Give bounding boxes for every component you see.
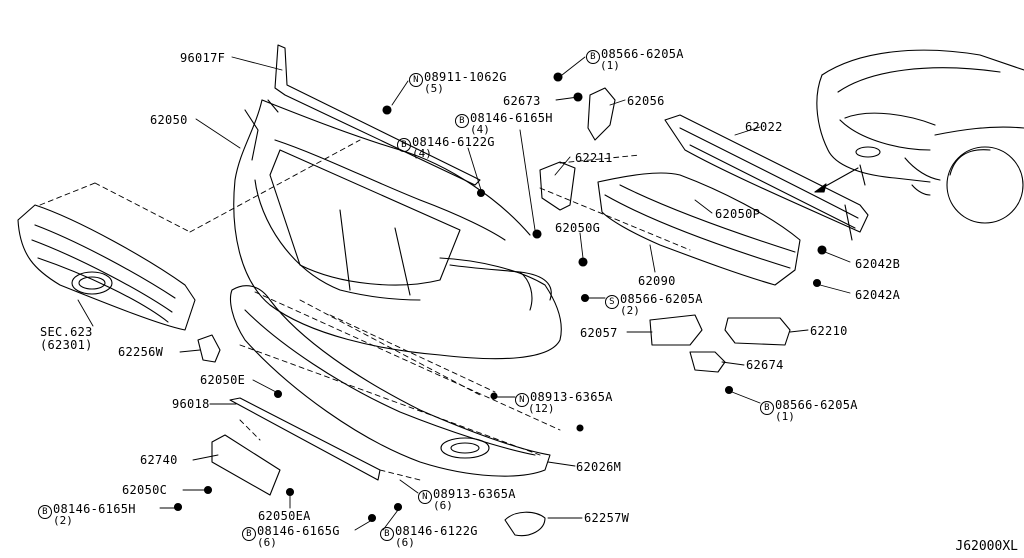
- lower-valance-62026M: [229, 285, 551, 477]
- bracket-62057: [649, 314, 703, 346]
- cover-62257W: [504, 511, 546, 537]
- cover-62256W: [197, 334, 221, 363]
- part-label-62050P: 62050P: [715, 207, 761, 221]
- bracket-62056: [587, 87, 616, 141]
- part-label-62057: 62057: [580, 326, 618, 340]
- prefix-circle-icon: B: [760, 401, 774, 415]
- part-label-62042A: 62042A: [855, 288, 901, 302]
- prefix-circle-icon: S: [605, 295, 619, 309]
- part-label-62026M: 62026M: [576, 460, 622, 474]
- fastener-qty-f3: (4): [470, 123, 490, 136]
- prefix-circle-icon: B: [455, 114, 469, 128]
- part-label-62210: 62210: [810, 324, 848, 338]
- part-label-62050EA: 62050EA: [258, 509, 311, 523]
- diagram-code: J62000XL: [955, 539, 1018, 554]
- fastener-qty-f8: (6): [433, 499, 453, 512]
- part-label-62050G: 62050G: [555, 221, 601, 235]
- fastener-qty-f5: (2): [620, 304, 640, 317]
- bumper-fascia-62050: [233, 99, 562, 360]
- prefix-circle-icon: N: [515, 393, 529, 407]
- fastener-qty-f7: (12): [528, 402, 555, 415]
- part-label-62042B: 62042B: [855, 257, 901, 271]
- fastener-qty-f10: (6): [257, 536, 277, 549]
- assembly-dashed-lines: [39, 139, 691, 481]
- fastener-qty-f4: (4): [412, 147, 432, 160]
- part-label-sec623: SEC.623: [40, 325, 93, 339]
- part-label-62050E: 62050E: [200, 373, 246, 387]
- part-label-96018: 96018: [172, 397, 210, 411]
- grille-sec623: [17, 204, 196, 331]
- part-label-62257W: 62257W: [584, 511, 630, 525]
- fastener-qty-f9: (2): [53, 514, 73, 527]
- vehicle-front-illustration: [816, 49, 1024, 224]
- prefix-circle-icon: B: [380, 527, 394, 541]
- fastener-qty-f6: (1): [775, 410, 795, 423]
- prefix-circle-icon: B: [242, 527, 256, 541]
- leader-lines: [77, 56, 851, 531]
- part-label-62056: 62056: [627, 94, 665, 108]
- part-label-62211: 62211: [575, 151, 613, 165]
- prefix-circle-icon: B: [586, 50, 600, 64]
- part-label-62256W: 62256W: [118, 345, 164, 359]
- part-label-sec623-sub: (62301): [40, 338, 93, 352]
- part-label-62022: 62022: [745, 120, 783, 134]
- fastener-qty-f11: (6): [395, 536, 415, 549]
- prefix-circle-icon: N: [418, 490, 432, 504]
- part-label-62673: 62673: [503, 94, 541, 108]
- part-label-62050C: 62050C: [122, 483, 168, 497]
- part-label-62674: 62674: [746, 358, 784, 372]
- armature-62022: [664, 114, 869, 241]
- license-bracket-62740: [211, 434, 281, 496]
- absorber-62211: [539, 161, 576, 211]
- bracket-62674: [689, 351, 726, 373]
- lower-molding-96018: [229, 397, 381, 481]
- upper-molding-96017F: [274, 44, 481, 186]
- absorber-62210: [724, 317, 791, 346]
- fasteners: [173, 72, 827, 523]
- reinforcement-62090: [597, 172, 801, 286]
- direction-arrow: [814, 167, 859, 193]
- fastener-qty-f2: (1): [600, 59, 620, 72]
- fastener-qty-f1: (5): [424, 82, 444, 95]
- prefix-circle-icon: N: [409, 73, 423, 87]
- part-label-96017F: 96017F: [180, 51, 226, 65]
- part-label-62050: 62050: [150, 113, 188, 127]
- part-label-62740: 62740: [140, 453, 178, 467]
- part-label-62090: 62090: [638, 274, 676, 288]
- prefix-circle-icon: B: [397, 138, 411, 152]
- prefix-circle-icon: B: [38, 505, 52, 519]
